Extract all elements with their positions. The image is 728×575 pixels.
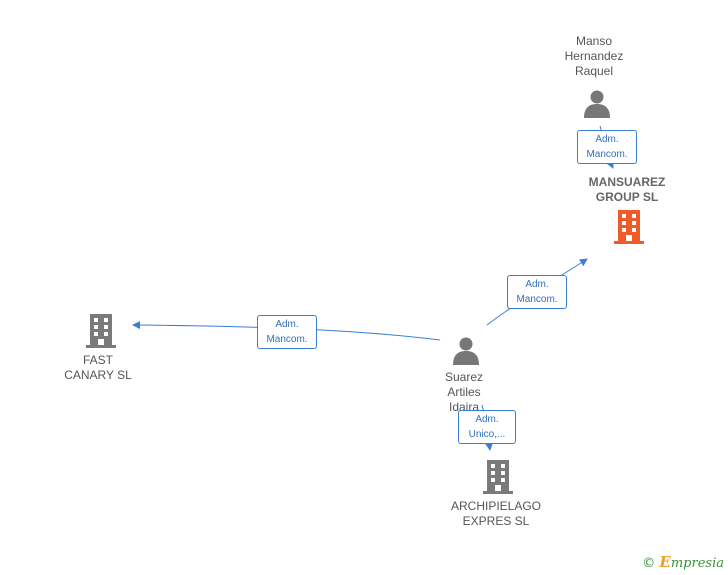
node-label-mansuarez: MANSUAREZ GROUP SL xyxy=(588,175,666,204)
node-label-fast-canary: FAST CANARY SL xyxy=(64,353,132,382)
empresia-logo-initial: E xyxy=(659,553,671,571)
empresia-logo-text: mpresia xyxy=(670,556,724,571)
edge-label-suarez-archipielago[interactable]: Adm. Unico,... xyxy=(458,410,516,444)
edge-label-suarez-mansuarez[interactable]: Adm. Mancom. xyxy=(507,275,567,309)
node-label-archipielago: ARCHIPIELAGO EXPRES SL xyxy=(450,499,542,528)
person-icon[interactable] xyxy=(451,335,481,365)
edge-label-manso-mansuarez[interactable]: Adm. Mancom. xyxy=(577,130,637,164)
building-icon[interactable] xyxy=(482,460,514,494)
edge-label-suarez-fast[interactable]: Adm. Mancom. xyxy=(257,315,317,349)
person-icon[interactable] xyxy=(582,88,612,118)
building-icon[interactable] xyxy=(613,210,645,244)
copyright-symbol: © xyxy=(642,556,656,571)
building-icon[interactable] xyxy=(85,314,117,348)
node-label-manso: Manso Hernandez Raquel xyxy=(564,34,624,78)
empresia-watermark: © Empresia xyxy=(642,553,724,571)
node-label-suarez: Suarez Artiles Idaira xyxy=(444,370,484,414)
